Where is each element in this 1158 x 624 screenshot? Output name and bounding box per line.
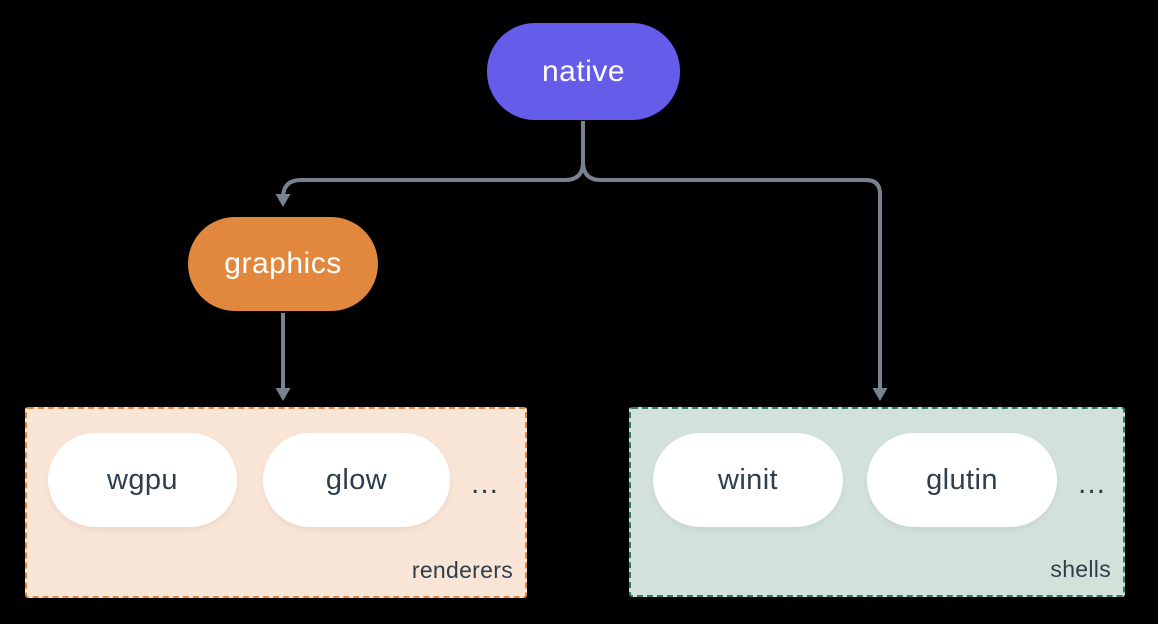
pill-glow: glow [263, 433, 450, 527]
group-shells-label: shells [1050, 556, 1111, 582]
shells-ellipsis: ... [1077, 467, 1106, 500]
arrowhead-renderers-icon [275, 388, 291, 401]
pill-glow-label: glow [325, 463, 388, 496]
node-native: native [487, 23, 680, 120]
pill-winit-label: winit [717, 463, 778, 496]
renderers-ellipsis: ... [470, 467, 499, 500]
node-native-label: native [541, 54, 626, 88]
pill-wgpu-label: wgpu [107, 463, 178, 496]
pill-wgpu: wgpu [48, 433, 237, 527]
edge-native-shells [581, 121, 882, 389]
arrowhead-shells-icon [872, 388, 888, 401]
arrowhead-graphics-icon [275, 194, 291, 207]
pill-winit: winit [653, 433, 843, 527]
pill-glutin-label: glutin [926, 463, 998, 496]
group-renderers-label: renderers [411, 557, 513, 583]
node-graphics: graphics [188, 217, 378, 311]
pill-glutin: glutin [867, 433, 1057, 527]
edge-native-graphics [281, 121, 585, 199]
node-graphics-label: graphics [224, 247, 342, 280]
